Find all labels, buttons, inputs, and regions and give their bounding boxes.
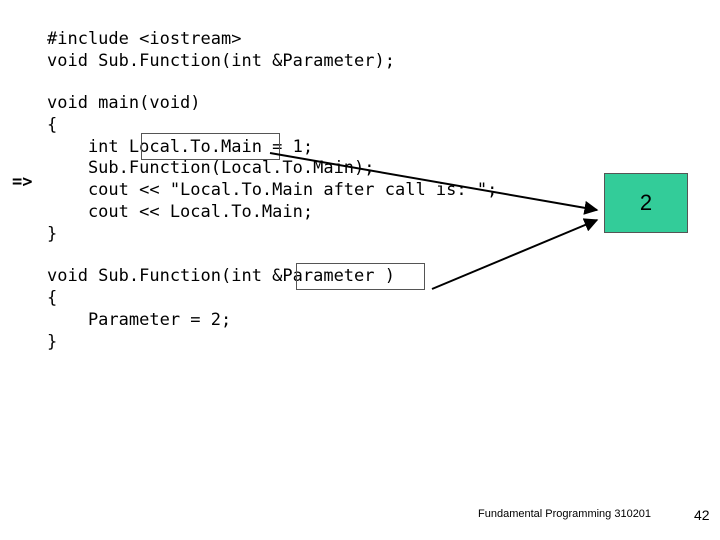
code-line-call: Sub.Function(Local.To.Main);	[47, 158, 375, 178]
code-line-main-signature: void main(void)	[47, 93, 201, 113]
parameter-highlight	[296, 263, 425, 290]
memory-value-box: 2	[604, 173, 688, 233]
code-line-cout-text: cout << "Local.To.Main after call is: ";	[47, 180, 498, 200]
code-line-main-open: {	[47, 115, 58, 135]
code-line-declare-local: int Local.To.Main = 1;	[47, 137, 314, 157]
page-number: 42	[694, 507, 710, 523]
memory-value: 2	[639, 190, 653, 215]
local-to-main-highlight	[141, 133, 280, 160]
course-footer: Fundamental Programming 310201	[478, 508, 652, 520]
parameter-reference-arrow	[431, 218, 599, 290]
code-line-prototype: void Sub.Function(int &Parameter);	[47, 51, 395, 71]
current-line-marker: =>	[12, 172, 33, 192]
code-line-sub-close: }	[47, 332, 58, 352]
code-line-sub-signature: void Sub.Function(int &Parameter )	[47, 266, 395, 286]
code-line-main-close: }	[47, 224, 58, 244]
code-line-sub-open: {	[47, 288, 58, 308]
code-line-include: #include <iostream>	[47, 29, 242, 49]
code-line-cout-value: cout << Local.To.Main;	[47, 202, 314, 222]
code-line-assign: Parameter = 2;	[47, 310, 232, 330]
